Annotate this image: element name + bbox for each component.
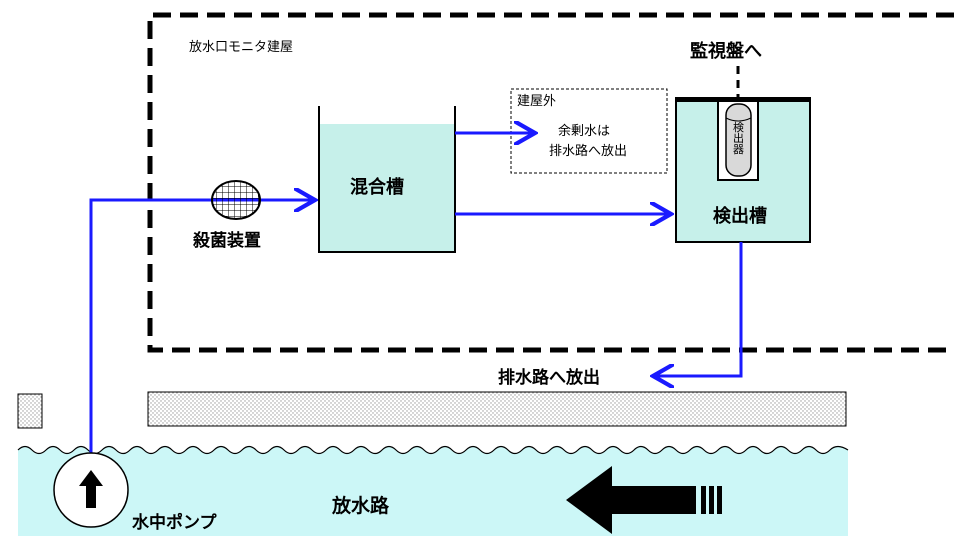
building-label: 放水口モニタ建屋 — [189, 40, 293, 55]
sterilizer — [211, 180, 261, 220]
drain-release-label: 排水路へ放出 — [498, 367, 600, 388]
water-surface — [17, 445, 849, 455]
detector-body — [725, 103, 752, 177]
sterilizer-body — [211, 180, 261, 220]
channel-label: 放水路 — [331, 494, 390, 517]
submersible-pump — [53, 452, 129, 528]
outdoor-text-line2: 排水路へ放出 — [549, 143, 627, 159]
mixing-tank-water — [319, 124, 455, 252]
outdoor-box — [510, 88, 668, 174]
pump-up-arrow-icon — [79, 470, 103, 508]
detector-label: 検出器 — [732, 120, 745, 155]
building-boundary — [147, 12, 954, 353]
detection-tank-label: 検出槽 — [713, 205, 767, 227]
detector — [725, 103, 752, 177]
sterilizer-label: 殺菌装置 — [192, 230, 261, 251]
channel-wall-left — [17, 393, 43, 429]
outdoor-label: 建屋外 — [517, 94, 556, 109]
mixing-tank-walls — [318, 106, 456, 253]
detection-drain-pipe — [656, 242, 743, 376]
pipes — [89, 133, 743, 470]
mixing-tank — [318, 106, 456, 253]
detection-tank-top-wall — [676, 97, 810, 102]
flow-direction-arrow-icon — [566, 466, 722, 534]
outdoor-text-line1: 余剰水は — [558, 123, 610, 139]
mixing-tank-label: 混合槽 — [350, 176, 404, 198]
pump-label: 水中ポンプ — [132, 512, 217, 533]
channel-wall-right — [147, 391, 847, 427]
monitor-panel-label: 監視盤へ — [690, 40, 762, 62]
